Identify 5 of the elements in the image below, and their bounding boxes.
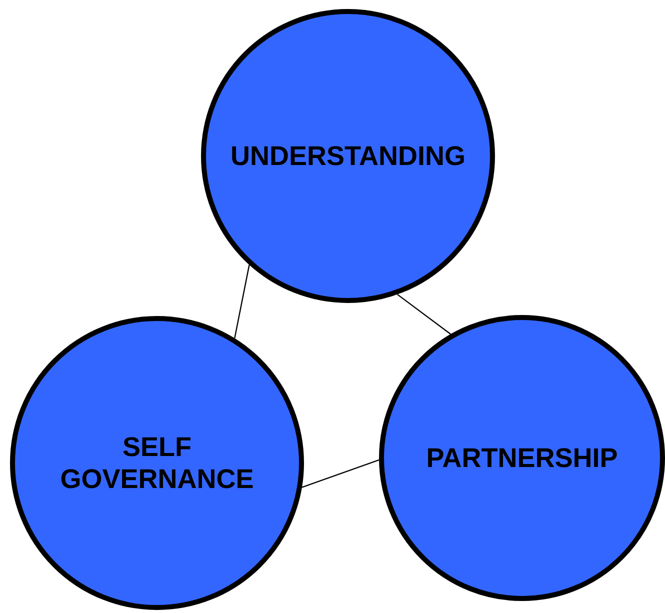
connector-line [234, 264, 250, 338]
node-label: UNDERSTANDING [230, 140, 466, 172]
node-label: SELF GOVERNANCE [59, 430, 255, 496]
node-label: PARTNERSHIP [426, 442, 618, 474]
connector-line [397, 294, 451, 335]
